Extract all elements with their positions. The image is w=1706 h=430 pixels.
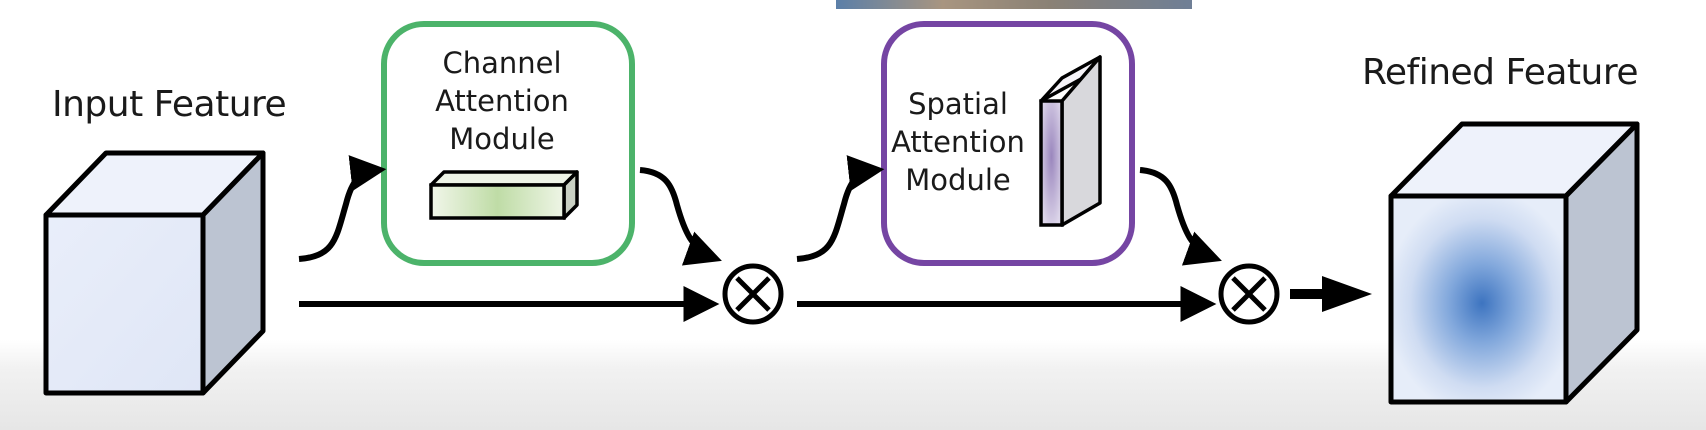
multiply-operator-1: [722, 263, 784, 325]
arrow-multiply1-to-spatial: [796, 155, 885, 262]
input-feature-cube: [43, 150, 266, 396]
multiply-operator-2: [1218, 263, 1280, 325]
arrow-spatial-to-multiply-2: [1139, 167, 1222, 266]
channel-attention-vector-icon: [429, 170, 579, 220]
refined-feature-cube: [1388, 121, 1640, 405]
video-thumbnail-strip: [836, 0, 1192, 9]
arrow-to-refined-feature: [1290, 276, 1372, 312]
spatial-attention-map-icon: [1039, 55, 1102, 227]
arrow-input-to-channel: [298, 155, 387, 262]
arrow-channel-to-multiply-1: [639, 167, 722, 266]
refined-feature-title: Refined Feature: [1362, 52, 1639, 93]
spatial-attention-label: Spatial Attention Module: [891, 87, 1025, 197]
channel-attention-label: Channel Attention Module: [435, 46, 569, 156]
input-feature-title: Input Feature: [52, 84, 287, 125]
